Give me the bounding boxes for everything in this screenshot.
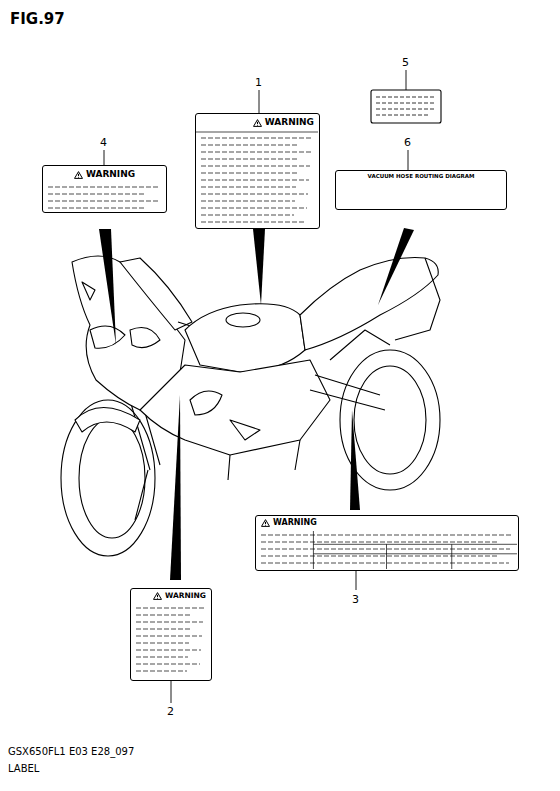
figure-code: GSX650FL1 E03 E28_097 xyxy=(8,747,134,757)
tail-cowl xyxy=(395,258,440,340)
warning-label: WARNING xyxy=(195,113,320,229)
label-text: VACUUM HOSE ROUTING DIAGRAM xyxy=(368,174,475,180)
callout-number: 4 xyxy=(100,137,107,148)
label-text: WARNING xyxy=(273,519,317,527)
warning-triangle xyxy=(253,119,262,127)
warning-triangle xyxy=(153,592,162,600)
warning-triangle xyxy=(261,519,270,527)
label-text: WARNING xyxy=(86,170,135,179)
warning-triangle xyxy=(74,171,83,179)
label-fine-print xyxy=(43,183,165,211)
callout-number: 1 xyxy=(255,77,262,88)
exhaust-stand xyxy=(228,440,300,480)
label-fine-print xyxy=(196,131,318,227)
warning-label: WARNING xyxy=(255,515,519,571)
front-fender xyxy=(75,408,140,433)
label-sticker xyxy=(371,90,441,123)
swingarm xyxy=(310,330,390,410)
callout-number: 2 xyxy=(167,706,174,717)
label-header: VACUUM HOSE ROUTING DIAGRAM xyxy=(336,171,506,182)
warning-label: WARNING xyxy=(130,588,212,681)
mirror xyxy=(82,282,95,300)
leader-wedges xyxy=(99,228,414,580)
label-header: WARNING xyxy=(43,166,166,181)
rear-rim xyxy=(354,366,426,474)
callout-number: 3 xyxy=(352,594,359,605)
label-fine-print xyxy=(256,531,517,569)
callout-number: 6 xyxy=(404,137,411,148)
label-header: WARNING xyxy=(256,516,518,529)
label-header: WARNING xyxy=(131,589,211,602)
fuel-cap xyxy=(226,313,260,327)
windscreen xyxy=(120,258,192,330)
fuel-tank xyxy=(185,304,305,372)
seat xyxy=(300,258,438,351)
figure-title: FIG.97 xyxy=(10,12,65,27)
warning-label: VACUUM HOSE ROUTING DIAGRAM xyxy=(335,170,507,210)
lower-fairing xyxy=(140,360,330,455)
front-wheel xyxy=(61,400,155,556)
label-text: WARNING xyxy=(265,118,314,127)
label-header: WARNING xyxy=(196,114,319,129)
headlight xyxy=(90,326,160,348)
figure-caption: LABEL xyxy=(8,764,39,774)
label-text: WARNING xyxy=(165,592,206,600)
callout-number: 5 xyxy=(402,57,409,68)
warning-label: WARNING xyxy=(42,165,167,213)
sticker-lines xyxy=(376,97,436,115)
fairing-panels xyxy=(190,391,260,440)
label-fine-print xyxy=(131,604,210,679)
